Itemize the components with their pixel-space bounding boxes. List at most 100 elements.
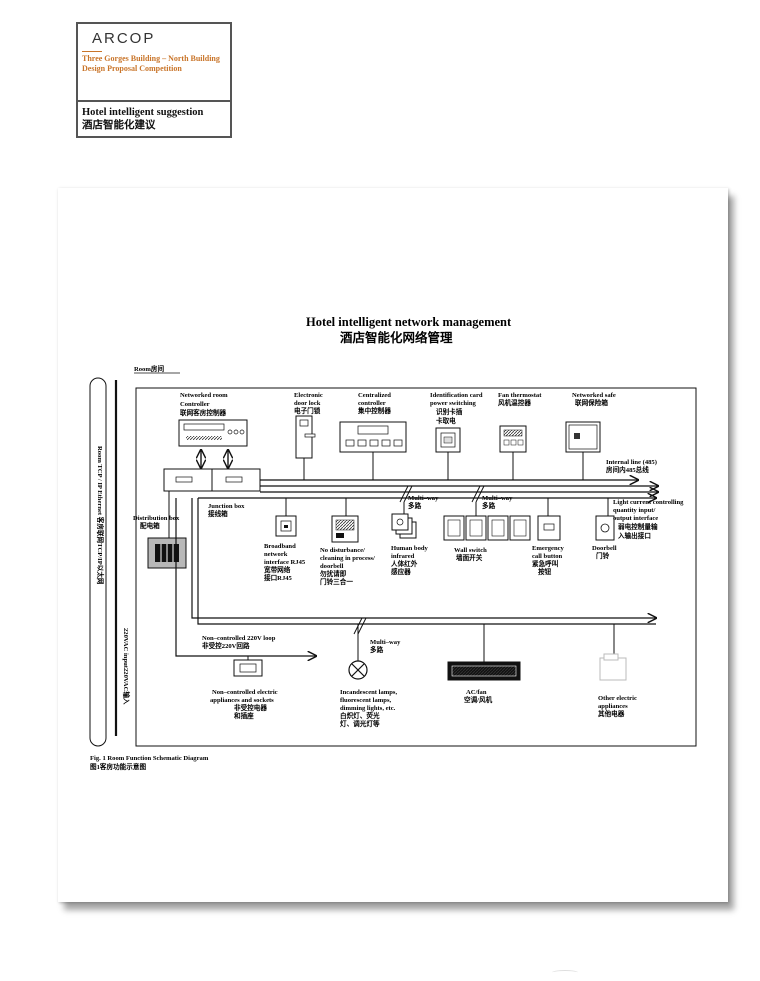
id-card-label-1: Identification card — [430, 392, 483, 399]
networked-room-controller-device — [178, 419, 248, 447]
broadband-label-5: 接口RJ45 — [264, 573, 293, 582]
emergency-label-3: 紧急呼叫 — [532, 559, 559, 568]
wall-switch-label-2: 墙面开关 — [456, 553, 483, 562]
infrared-label-1: Human body — [391, 545, 429, 552]
socket-label-4: 和插座 — [233, 711, 254, 720]
wall-switch-device — [443, 515, 531, 541]
brand-logo: ARCOP — [92, 30, 156, 47]
fan-thermostat-device — [499, 425, 527, 453]
ac-fan-label-2: 空调/风机 — [464, 695, 493, 704]
lamps-label-4: 白炽灯、荧光 — [340, 711, 380, 720]
non-controlled-loop-label-1: Non–controlled 220V loop — [202, 635, 276, 642]
diagram-title-en: Hotel intelligent network management — [306, 315, 512, 329]
light-current-label-5: 入输出接口 — [618, 531, 651, 540]
lamps-label-2: fluorescent lamps, — [340, 697, 392, 704]
lamps-label-3: dimming lights, etc. — [340, 705, 396, 712]
id-card-label-2: power switching — [430, 400, 477, 407]
other-appliance-label-1: Other electric — [598, 695, 637, 702]
door-lock-label-3: 电子门锁 — [294, 406, 321, 415]
broadband-label-1: Broadband — [264, 543, 296, 550]
controller-label-1: Networked room — [180, 392, 228, 399]
id-card-label-3: 识别卡插 — [436, 407, 463, 416]
broadband-label-4: 宽带网络 — [263, 565, 291, 574]
infrared-label-3: 人体红外 — [391, 559, 418, 568]
internal-line-label-2: 房间内485总线 — [606, 465, 649, 474]
competition-line-1: Three Gorges Building – North Building — [82, 54, 220, 63]
power-loop-drops — [247, 624, 615, 662]
door-lock-label-2: door lock — [294, 400, 321, 407]
broadband-label-2: network — [264, 551, 288, 558]
lower-device-drops — [285, 498, 609, 516]
multiway-1-label-cn: 多路 — [408, 501, 422, 510]
fan-thermostat-label-2: 风机温控器 — [498, 398, 531, 407]
multiway-ticks-1 — [399, 485, 413, 503]
competition-title: Three Gorges Building – North Building D… — [82, 54, 230, 74]
side-ethernet-label: Room TCP / IP Ethernet 客房联网TCP/IP以太网 — [96, 446, 105, 585]
no-disturbance-label-5: 门铃三合一 — [320, 577, 353, 586]
socket-device — [233, 659, 263, 677]
ac-fan-device — [447, 661, 521, 681]
safe-label-2: 联网保险箱 — [575, 398, 608, 407]
figure-caption-cn: 图1客房功能示意图 — [90, 762, 146, 771]
central-controller-label-3: 集中控制器 — [357, 406, 391, 415]
diagram-sheet: Hotel intelligent network management 酒店智… — [58, 188, 728, 902]
distribution-box-label-2: 配电箱 — [140, 521, 160, 530]
doorbell-label-1: Doorbell — [592, 545, 617, 552]
light-current-label-3: output interface — [613, 515, 658, 522]
emergency-label-1: Emergency — [532, 545, 565, 552]
id-card-label-4: 卡取电 — [436, 416, 456, 425]
room-label: Room房间 — [134, 364, 164, 373]
wall-switch-label-1: Wall switch — [454, 547, 487, 554]
central-controller-label-2: controller — [358, 400, 386, 407]
brand-underline — [82, 51, 102, 52]
light-current-label-4: 弱电控制量输 — [618, 522, 658, 531]
subtitle-cn: 酒店智能化建议 — [82, 120, 156, 131]
socket-label-1: Non–controlled electric — [212, 689, 278, 696]
project-card: ARCOP Three Gorges Building – North Buil… — [76, 22, 232, 138]
infrared-sensor-device — [391, 513, 417, 539]
door-lock-device — [295, 415, 316, 459]
emergency-button-device — [537, 515, 561, 541]
junction-box-label-2: 接线箱 — [208, 509, 228, 518]
non-controlled-loop-label-2: 非受控220V回路 — [202, 641, 250, 650]
doorbell-device — [595, 515, 615, 541]
no-disturbance-label-1: No disturbance/ — [320, 547, 365, 554]
socket-label-2: appliances and sockets — [210, 697, 274, 704]
fan-thermostat-label-1: Fan thermostat — [498, 392, 542, 399]
lamps-label-5: 灯、调光灯等 — [340, 719, 380, 728]
card-divider — [78, 100, 230, 102]
other-appliance-device — [599, 653, 627, 681]
safe-label-1: Networked safe — [572, 392, 616, 399]
door-lock-label-1: Electronic — [294, 392, 323, 399]
light-current-label-2: quantity input/ — [613, 507, 655, 514]
figure-caption-en: Fig. 1 Room Function Schematic Diagram — [90, 755, 209, 762]
other-appliance-label-2: appliances — [598, 703, 628, 710]
multiway-ticks-3 — [353, 617, 367, 635]
doorbell-label-2: 门铃 — [596, 551, 610, 560]
central-controller-device — [339, 421, 407, 453]
internal-line-label-1: Internal line (485) — [606, 459, 657, 466]
central-controller-label-1: Centralized — [358, 392, 391, 399]
id-card-switch-device — [435, 427, 461, 453]
no-disturbance-label-4: 勿扰请即 — [319, 569, 347, 578]
multiway-1-label-en: Multi–way — [408, 495, 439, 502]
lamps-label-1: Incandescent lamps, — [340, 689, 398, 696]
junction-box — [163, 468, 261, 492]
schematic-diagram: Hotel intelligent network management 酒店智… — [89, 315, 697, 771]
power-loop-lines — [175, 498, 656, 656]
no-disturbance-label-3: doorbell — [320, 563, 344, 570]
multiway-3-label-cn: 多路 — [370, 645, 384, 654]
networked-safe-device — [565, 421, 601, 453]
page-mark — [552, 970, 578, 975]
card-subtitle: Hotel intelligent suggestion 酒店智能化建议 — [82, 106, 203, 132]
no-disturbance-label-2: cleaning in process/ — [320, 555, 375, 562]
no-disturbance-device — [331, 515, 359, 543]
broadband-label-3: interface RJ45 — [264, 559, 306, 566]
multiway-2-label-en: Multi–way — [482, 495, 513, 502]
controller-label-3: 联网客房控制器 — [180, 408, 227, 417]
broadband-rj45-device — [275, 515, 297, 537]
distribution-box-device — [147, 537, 187, 569]
multiway-2-label-cn: 多路 — [482, 501, 496, 510]
emergency-label-4: 按钮 — [538, 567, 552, 576]
side-power-label: 220VAC input220VAC输入 — [122, 628, 131, 705]
